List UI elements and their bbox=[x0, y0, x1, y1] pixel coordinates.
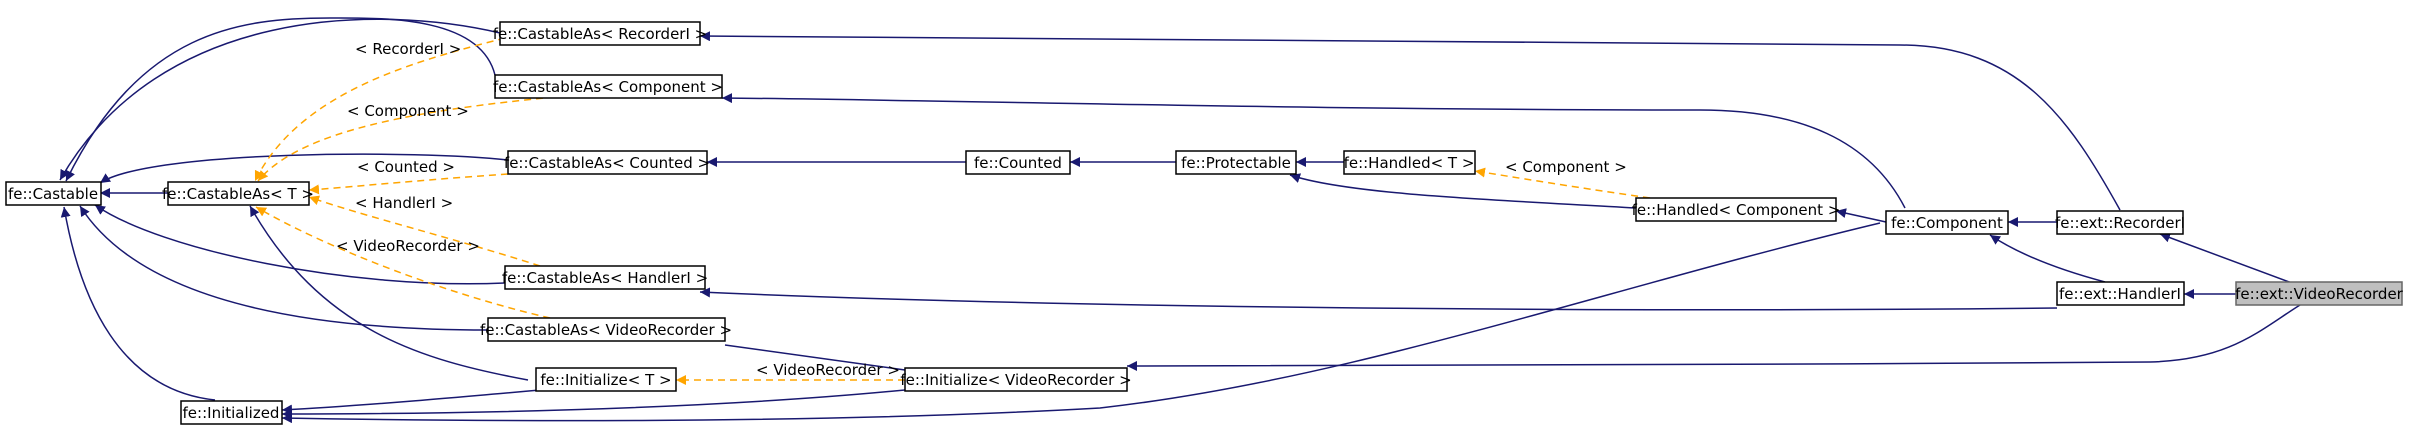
template-edge-counted bbox=[308, 173, 509, 195]
template-edge-recorderi bbox=[254, 37, 506, 182]
node-handled-t[interactable]: fe::Handled< T > bbox=[1343, 150, 1476, 175]
node-castableas-counted[interactable]: fe::CastableAs< Counted > bbox=[504, 150, 710, 175]
node-protectable[interactable]: fe::Protectable bbox=[1175, 150, 1297, 175]
node-label: fe::Initialized bbox=[183, 404, 280, 422]
node-component[interactable]: fe::Component bbox=[1885, 210, 2009, 235]
node-castableas-component[interactable]: fe::CastableAs< Component > bbox=[493, 74, 723, 99]
template-edge-handled-component bbox=[1474, 167, 1651, 199]
node-handled-component[interactable]: fe::Handled< Component > bbox=[1632, 197, 1841, 222]
node-label: fe::CastableAs< T > bbox=[162, 185, 314, 203]
edge-component-to-initialized bbox=[281, 222, 1881, 424]
edge-label-videorecorder: < VideoRecorder > bbox=[336, 237, 480, 255]
node-counted[interactable]: fe::Counted bbox=[965, 150, 1071, 175]
edge-label-handleri: < HandlerI > bbox=[355, 194, 453, 212]
edge-component-to-castableas-component bbox=[721, 93, 1906, 209]
node-label: fe::ext::VideoRecorder bbox=[2235, 285, 2404, 303]
node-label: fe::Component bbox=[1891, 214, 2003, 232]
node-initialized[interactable]: fe::Initialized bbox=[180, 400, 283, 425]
edge-recorderi-to-castableas-recorderi bbox=[699, 31, 2121, 211]
edge-castableas-videorecorder-to-castable bbox=[79, 205, 489, 331]
node-label: fe::CastableAs< RecorderI > bbox=[493, 25, 707, 43]
edge-initialize-t-to-initialized bbox=[281, 389, 541, 415]
edge-handleri-to-castableas-handleri bbox=[699, 287, 2058, 311]
edge-component-to-handled-component bbox=[1835, 208, 1887, 223]
edge-labels: < RecorderI > < Component > < Counted > … bbox=[336, 40, 1627, 379]
edge-label-initialize-videorecorder: < VideoRecorder > bbox=[756, 361, 900, 379]
node-initialize-t[interactable]: fe::Initialize< T > bbox=[535, 367, 677, 392]
node-castable[interactable]: fe::Castable bbox=[5, 181, 102, 206]
node-label: fe::Initialize< T > bbox=[540, 371, 671, 389]
edge-initialize-videorecorder-to-castableas-videorecorder bbox=[724, 344, 906, 371]
node-handleri[interactable]: fe::ext::HandlerI bbox=[2056, 281, 2185, 306]
edge-handleri-to-component bbox=[1989, 234, 2106, 283]
edge-handled-component-to-protectable bbox=[1289, 173, 1637, 209]
edge-videorecorder-to-recorderi bbox=[2159, 232, 2293, 284]
node-label: fe::Castable bbox=[8, 185, 98, 203]
node-initialize-videorecorder[interactable]: fe::Initialize< VideoRecorder > bbox=[900, 367, 1132, 392]
node-label: fe::Handled< T > bbox=[1344, 154, 1475, 172]
edge-label-recorderi: < RecorderI > bbox=[355, 40, 461, 58]
edge-label-component: < Component > bbox=[347, 102, 469, 120]
edge-initialized-to-castable bbox=[60, 206, 216, 401]
node-label: fe::CastableAs< VideoRecorder > bbox=[480, 321, 732, 339]
template-edge-handleri bbox=[308, 195, 541, 267]
template-edges bbox=[254, 37, 1651, 385]
edge-castableas-recorderi-to-castable bbox=[59, 18, 501, 181]
node-label: fe::Handled< Component > bbox=[1632, 201, 1841, 219]
edge-label-counted: < Counted > bbox=[357, 158, 455, 176]
node-castableas-recorderi[interactable]: fe::CastableAs< RecorderI > bbox=[493, 21, 707, 46]
template-edge-videorecorder bbox=[255, 206, 551, 319]
node-label: fe::CastableAs< Counted > bbox=[504, 154, 710, 172]
node-label: fe::CastableAs< HandlerI > bbox=[502, 269, 708, 287]
edge-initialize-t-to-castableas-t bbox=[249, 205, 529, 381]
edge-castableas-component-to-castable bbox=[65, 17, 496, 182]
nodes: fe::Castable fe::CastableAs< T > fe::Ini… bbox=[5, 21, 2404, 425]
node-label: fe::Initialize< VideoRecorder > bbox=[900, 371, 1131, 389]
edge-initialize-videorecorder-to-initialized bbox=[281, 389, 906, 419]
node-label: fe::ext::HandlerI bbox=[2059, 285, 2181, 303]
edge-castableas-handleri-to-castable bbox=[94, 204, 506, 285]
node-castableas-handleri[interactable]: fe::CastableAs< HandlerI > bbox=[502, 265, 708, 290]
node-castableas-t[interactable]: fe::CastableAs< T > bbox=[162, 181, 314, 206]
node-label: fe::Counted bbox=[974, 154, 1062, 172]
template-edge-component bbox=[257, 96, 556, 182]
node-label: fe::CastableAs< Component > bbox=[493, 78, 723, 96]
node-label: fe::Protectable bbox=[1181, 154, 1291, 172]
edge-label-handled-component: < Component > bbox=[1505, 158, 1627, 176]
node-label: fe::ext::RecorderI bbox=[2055, 214, 2185, 232]
node-videorecorder[interactable]: fe::ext::VideoRecorder bbox=[2235, 281, 2404, 306]
edge-castableas-counted-to-castable bbox=[99, 153, 509, 184]
node-recorderi[interactable]: fe::ext::RecorderI bbox=[2055, 210, 2185, 235]
node-castableas-videorecorder[interactable]: fe::CastableAs< VideoRecorder > bbox=[480, 317, 732, 342]
edge-videorecorder-to-initialize-videorecorder bbox=[1126, 304, 2301, 371]
